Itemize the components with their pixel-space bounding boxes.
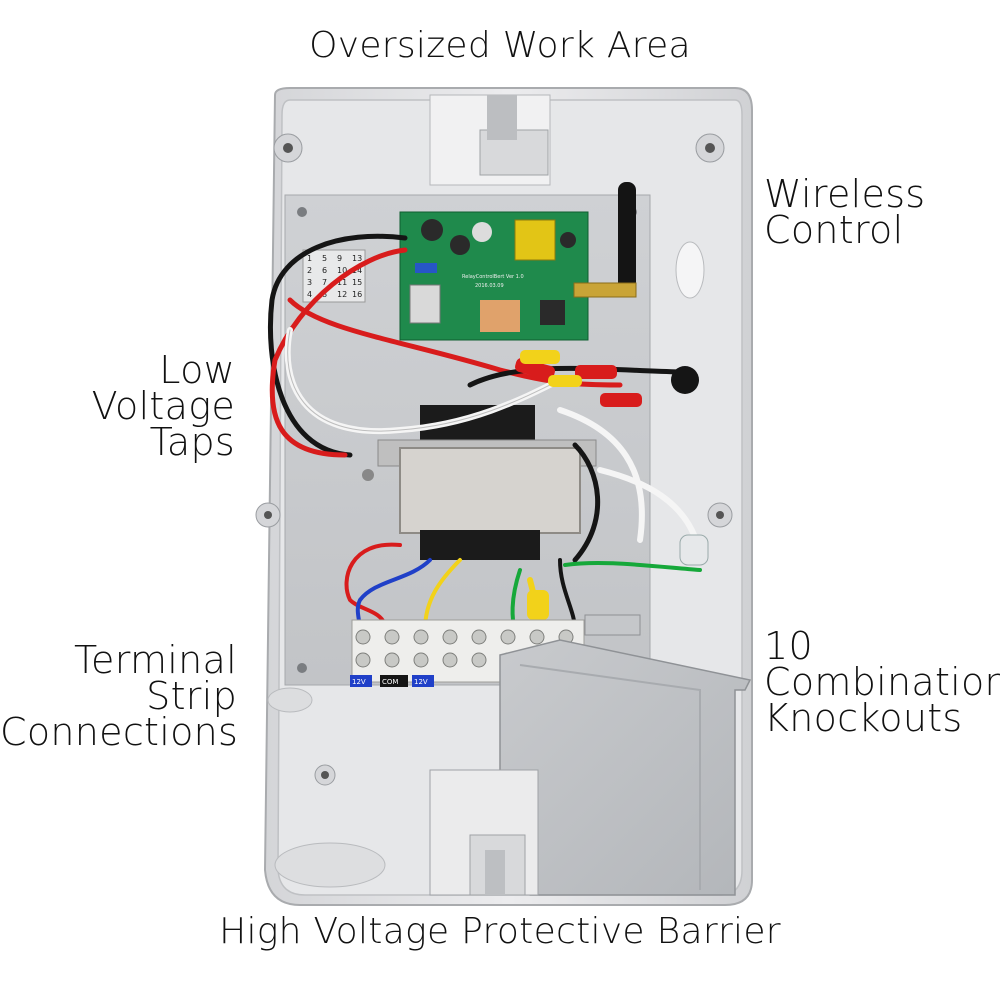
- grid-number: 16: [352, 290, 362, 299]
- grid-number: 2: [307, 266, 312, 275]
- low-voltage-tap-connectors: [514, 350, 709, 620]
- antenna: [573, 182, 637, 298]
- terminal-screw: [529, 629, 545, 645]
- callout-line: Low: [159, 348, 235, 392]
- grid-number: 15: [352, 278, 362, 287]
- grid-number: 11: [337, 278, 347, 287]
- wireless-receiver-board: RelayControlBert Ver 1.0 2016.03.09: [399, 211, 589, 341]
- terminal-screw: [413, 652, 429, 668]
- transformer: [362, 405, 597, 560]
- callout-line: Oversized Work Area: [309, 25, 691, 66]
- grid-number: 7: [322, 278, 327, 287]
- callout-line: Taps: [149, 420, 235, 464]
- terminal-screw: [384, 652, 400, 668]
- board-date-text: 2016.03.09: [475, 283, 504, 289]
- grid-number: 12: [337, 290, 347, 299]
- grid-number: 4: [307, 290, 312, 299]
- callout-low-voltage-taps: Low Voltage Taps: [60, 348, 235, 464]
- callout-line: Strip: [146, 674, 237, 718]
- grid-number: 1: [307, 254, 312, 263]
- callout-line: Combination: [764, 660, 1000, 704]
- terminal-screw: [384, 629, 400, 645]
- high-voltage-barrier: [429, 639, 752, 896]
- callout-line: Terminal: [74, 638, 237, 682]
- callout-line: Knockouts: [764, 696, 963, 740]
- grid-number: 10: [337, 266, 347, 275]
- terminal-label-12v-a: 12V: [352, 678, 366, 686]
- callout-terminal-strip-connections: Terminal Strip Connections: [0, 638, 239, 754]
- board-model-text: RelayControlBert Ver 1.0: [462, 274, 524, 280]
- grid-number: 9: [337, 254, 342, 263]
- grid-number: 5: [322, 254, 327, 263]
- callout-wireless-control: Wireless Control: [764, 172, 926, 252]
- terminal-screw: [355, 629, 371, 645]
- callout-high-voltage-barrier: High Voltage Protective Barrier: [0, 914, 1000, 950]
- grid-number: 14: [352, 266, 362, 275]
- grid-number: 13: [352, 254, 362, 263]
- terminal-screw: [471, 629, 487, 645]
- terminal-screw: [442, 652, 458, 668]
- grid-number: 3: [307, 278, 312, 287]
- callout-line: Connections: [0, 710, 239, 754]
- terminal-screw: [355, 652, 371, 668]
- callout-combination-knockouts: 10 Combination Knockouts: [764, 624, 1000, 740]
- callout-line: Wireless: [764, 172, 926, 216]
- terminal-screw: [442, 629, 458, 645]
- grid-number: 6: [322, 266, 327, 275]
- terminal-screw: [471, 652, 487, 668]
- callout-line: Voltage: [91, 384, 235, 428]
- terminal-label-com: COM: [382, 678, 398, 686]
- callout-line: Control: [764, 208, 904, 252]
- callout-line: 10: [764, 624, 813, 668]
- terminal-label-12v-b: 12V: [414, 678, 428, 686]
- callout-oversized-work-area: Oversized Work Area: [0, 28, 1000, 64]
- terminal-screw: [413, 629, 429, 645]
- terminal-screw: [500, 629, 516, 645]
- callout-line: High Voltage Protective Barrier: [219, 911, 781, 952]
